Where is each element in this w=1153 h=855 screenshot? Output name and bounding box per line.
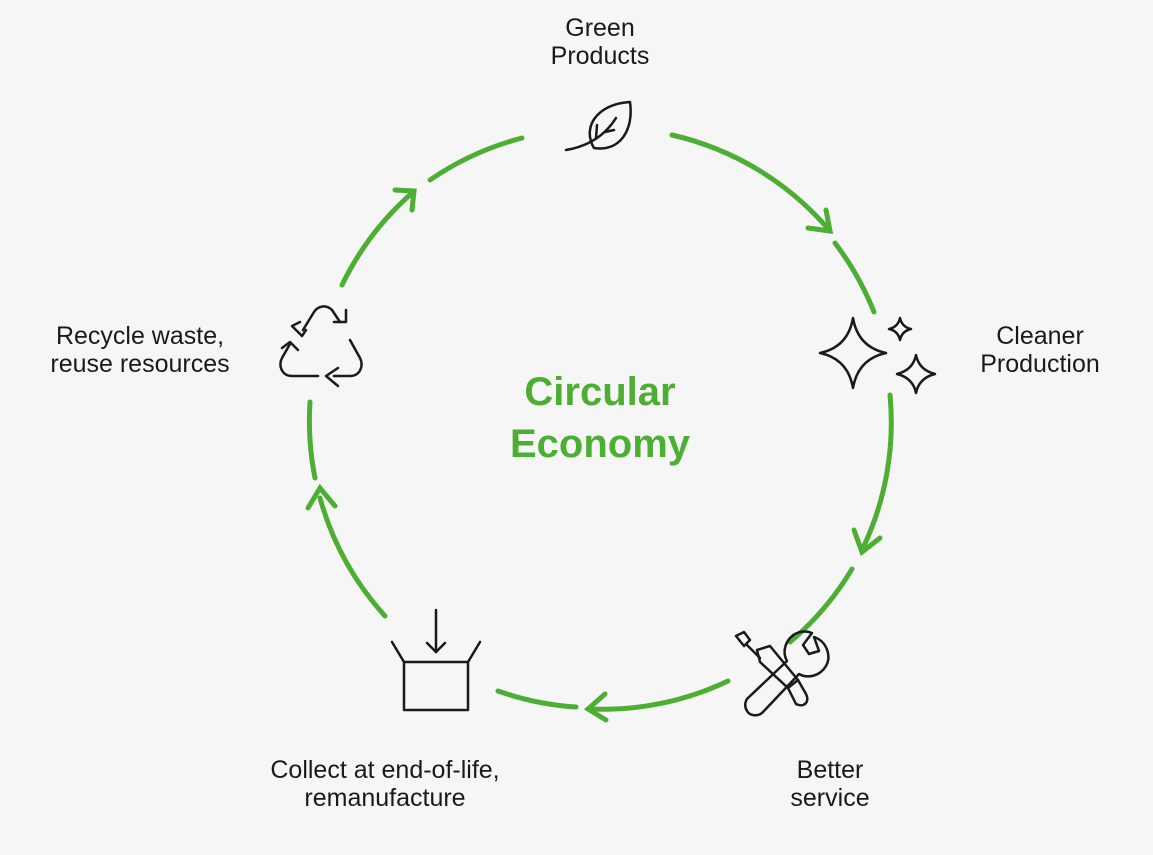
label-green-products-line1: Green [565,14,635,42]
label-collect-remanufacture-line1: Collect at end-of-life, [270,756,500,784]
arrowhead-3 [583,691,609,723]
sparkle-icon [818,316,937,395]
cycle-arc-5b [427,135,525,183]
box-collect-icon [390,608,482,712]
cycle-arc-2 [859,392,894,553]
label-recycle-reuse-line1: Recycle waste, [55,322,225,350]
arrowhead-4 [305,483,338,511]
label-recycle-reuse-line2: reuse resources [50,350,230,378]
tools-icon [734,630,830,717]
label-collect-remanufacture-line2: remanufacture [304,784,466,812]
label-collect-remanufacture: Collect at end-of-life, remanufacture [240,756,530,812]
arrowhead-5 [392,187,417,213]
cycle-arc-1 [669,132,833,234]
label-better-service-line2: service [790,784,870,812]
cycle-arrowheads [305,187,883,723]
cycle-arc-3b [495,688,579,710]
cycle-ring [306,132,894,712]
cycle-arc-4b [306,399,318,481]
label-better-service-line1: Better [796,756,864,784]
label-green-products: Green Products [500,14,700,70]
center-title: Circular Economy [450,366,750,470]
cycle-arc-5 [339,190,415,288]
center-title-line2: Economy [509,422,691,466]
leaf-icon [564,100,632,152]
center-title-line1: Circular [524,370,676,414]
cycle-arc-1b [832,240,877,315]
label-cleaner-production: Cleaner Production [950,322,1130,378]
arrowhead-2 [851,527,883,557]
label-better-service: Better service [740,756,920,812]
cycle-arc-2b [787,566,855,645]
cycle-arc-3 [587,678,731,712]
label-cleaner-production-line1: Cleaner [996,322,1084,350]
recycle-icon [279,305,363,388]
arrowhead-1 [805,207,834,234]
label-green-products-line2: Products [550,42,650,70]
label-cleaner-production-line2: Production [980,350,1100,378]
label-recycle-reuse: Recycle waste, reuse resources [20,322,260,378]
cycle-arc-4 [317,495,388,619]
